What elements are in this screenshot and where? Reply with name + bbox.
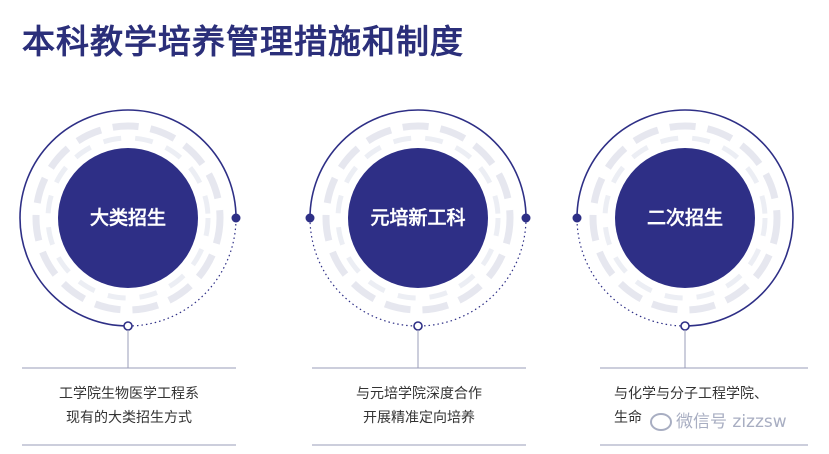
item-3-graphic <box>572 109 808 446</box>
item-2-bottom-node <box>413 321 423 331</box>
item-3-dash-ring-outer <box>589 122 781 314</box>
item-3-solid-arc <box>576 109 794 327</box>
item-3-bottom-node <box>680 321 690 331</box>
item-3-label: 二次招生 <box>646 207 723 229</box>
item-2-label: 元培新工科 <box>370 207 466 229</box>
item-1-right-dot <box>231 213 241 223</box>
item-2-left-dot <box>305 213 315 223</box>
item-1-bottom-node <box>123 321 133 331</box>
watermark: 微信号 zizzsw <box>650 407 787 432</box>
item-2-caption: 与元培学院深度合作 开展精准定向培养 <box>299 382 539 430</box>
item-2-core-circle <box>348 148 488 288</box>
item-2-graphic <box>305 109 531 446</box>
item-1-core-circle <box>58 148 198 288</box>
item-3-caption-line-2: 生命 <box>614 410 642 426</box>
item-3-left-dot <box>572 213 582 223</box>
item-2-dash-ring-inner <box>335 135 501 301</box>
item-1-label: 大类招生 <box>89 207 166 229</box>
item-2-right-dot <box>521 213 531 223</box>
wechat-icon <box>650 413 672 431</box>
item-2-dotted-arc <box>309 217 527 327</box>
item-2-solid-arc <box>309 109 527 219</box>
watermark-text: 微信号 zizzsw <box>676 412 787 432</box>
item-1-solid-arc <box>19 109 237 327</box>
item-1-caption: 工学院生物医学工程系 现有的大类招生方式 <box>9 382 249 430</box>
item-2-caption-line-1: 与元培学院深度合作 <box>356 386 482 402</box>
item-3-dotted-arc <box>576 217 686 327</box>
item-1-graphic <box>19 109 241 446</box>
item-1-caption-line-1: 工学院生物医学工程系 <box>59 386 199 402</box>
item-3-caption: 与化学与分子工程学院、 生命 <box>574 382 794 430</box>
item-3-core-circle <box>615 148 755 288</box>
item-2-dash-ring-outer <box>322 122 514 314</box>
item-1-dash-ring-outer <box>32 122 224 314</box>
item-1-dash-ring-inner <box>45 135 211 301</box>
item-1-caption-line-2: 现有的大类招生方式 <box>66 410 192 426</box>
item-3-caption-line-1: 与化学与分子工程学院、 <box>614 386 768 402</box>
item-1-dotted-arc <box>127 217 237 327</box>
item-3-dash-ring-inner <box>602 135 768 301</box>
item-2-caption-line-2: 开展精准定向培养 <box>363 410 475 426</box>
page-title: 本科教学培养管理措施和制度 <box>22 22 464 61</box>
